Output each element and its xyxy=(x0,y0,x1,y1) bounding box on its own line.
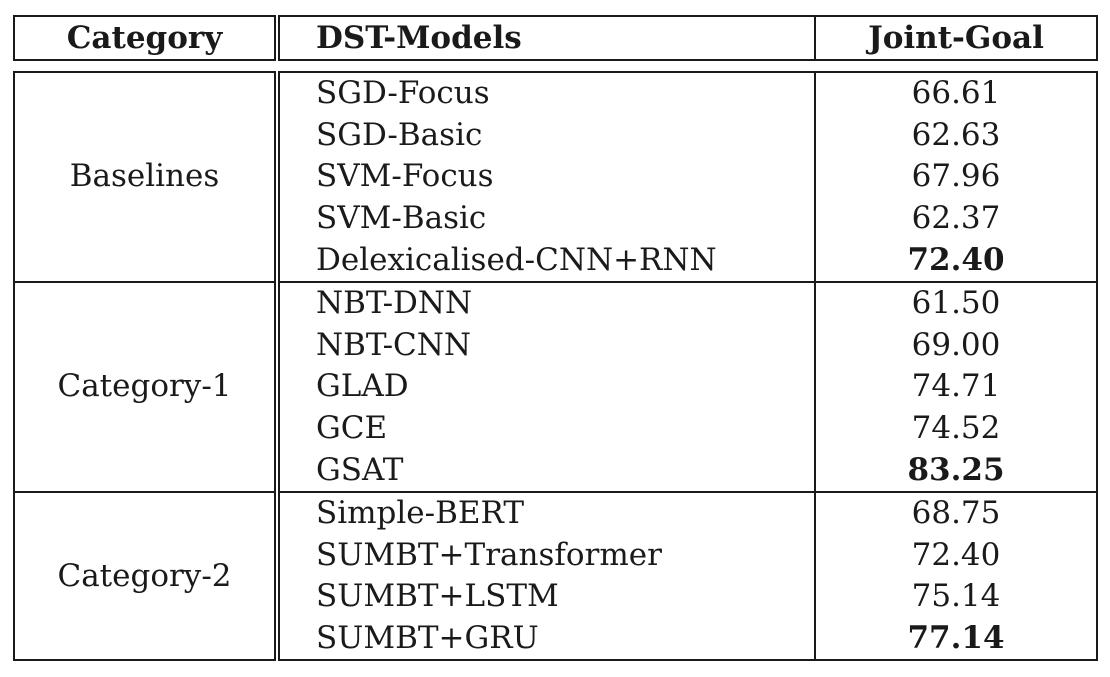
model-cell: NBT-CNN xyxy=(277,324,816,367)
model-cell: SVM-Basic xyxy=(277,197,816,240)
score-cell: 72.40 xyxy=(815,534,1098,577)
score-cell: 61.50 xyxy=(815,280,1098,325)
header-joint-goal: Joint-Goal xyxy=(815,15,1098,61)
model-cell: GCE xyxy=(277,407,816,450)
score-cell: 74.71 xyxy=(815,366,1098,408)
category-cell: Category-1 xyxy=(13,280,280,492)
results-table-container: Category DST-Models Joint-Goal Baselines… xyxy=(13,15,1098,662)
model-cell: NBT-DNN xyxy=(277,280,816,325)
model-cell: GSAT xyxy=(277,449,816,492)
header-category: Category xyxy=(13,15,280,61)
score-cell: 66.61 xyxy=(815,71,1098,115)
model-cell: SGD-Focus xyxy=(277,71,816,115)
score-cell: 62.37 xyxy=(815,197,1098,240)
best-score-cell: 77.14 xyxy=(815,617,1098,661)
best-score-cell: 72.40 xyxy=(815,239,1098,282)
table-header: Category DST-Models Joint-Goal xyxy=(13,15,1098,61)
score-cell: 67.96 xyxy=(815,156,1098,198)
model-cell: SGD-Basic xyxy=(277,114,816,157)
model-cell: SVM-Focus xyxy=(277,156,816,198)
model-cell: SUMBT+Transformer xyxy=(277,534,816,577)
category-cell: Baselines xyxy=(13,71,280,282)
model-cell: GLAD xyxy=(277,366,816,408)
score-cell: 68.75 xyxy=(815,490,1098,535)
header-row: Category DST-Models Joint-Goal xyxy=(13,15,1098,61)
score-cell: 74.52 xyxy=(815,407,1098,450)
header-models: DST-Models xyxy=(277,15,816,61)
score-cell: 75.14 xyxy=(815,576,1098,618)
best-score-cell: 83.25 xyxy=(815,449,1098,492)
model-cell: SUMBT+GRU xyxy=(277,617,816,661)
score-cell: 62.63 xyxy=(815,114,1098,157)
model-cell: Delexicalised-CNN+RNN xyxy=(277,239,816,282)
model-cell: SUMBT+LSTM xyxy=(277,576,816,618)
header-gap xyxy=(13,61,1096,71)
score-cell: 69.00 xyxy=(815,324,1098,367)
model-cell: Simple-BERT xyxy=(277,490,816,535)
category-cell: Category-2 xyxy=(13,490,280,661)
